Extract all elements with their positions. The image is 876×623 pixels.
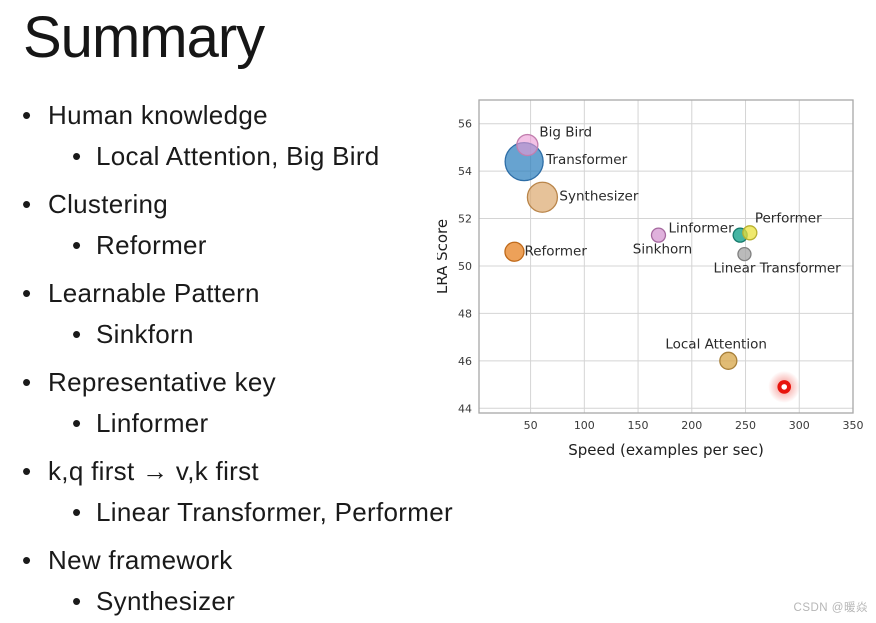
y-tick-label: 50 (458, 260, 472, 273)
y-tick-label: 52 (458, 213, 472, 226)
x-tick-label: 150 (628, 419, 649, 432)
y-tick-label: 48 (458, 307, 472, 320)
highlight-dot (777, 380, 792, 394)
bubble-label-transformer: Transformer (545, 152, 627, 168)
y-tick-label: 44 (458, 402, 472, 415)
bubble-label-linformer: Linformer (668, 221, 734, 237)
bullet-icon: • (72, 141, 82, 171)
bullet-item: • k,q first → v,k first (0, 455, 515, 487)
bullet-item: • Learnable Pattern (0, 277, 515, 309)
bullet-icon: • (22, 367, 32, 397)
bullet-item: • New framework (0, 544, 515, 576)
bullet-item: • Linformer (0, 407, 515, 439)
bullet-item: • Reformer (0, 229, 515, 261)
bullet-icon: • (22, 100, 32, 130)
bullet-text: Clustering (48, 189, 169, 219)
bullet-icon: • (72, 319, 82, 349)
bullet-icon: • (72, 408, 82, 438)
bubble-label-big-bird: Big Bird (539, 125, 592, 141)
x-axis-label: Speed (examples per sec) (568, 441, 764, 459)
bullet-list: • Human knowledge • Local Attention, Big B… (0, 99, 515, 617)
bullet-item: • Clustering (0, 188, 515, 220)
bullet-text: Human knowledge (48, 100, 268, 130)
bubble-synthesizer (526, 181, 559, 213)
bullet-item: • Synthesizer (0, 585, 515, 617)
bubble-reformer (504, 241, 525, 262)
bubble-linear-transformer (737, 246, 752, 262)
bullet-text: k,q first → v,k first (48, 456, 259, 486)
bubble-label-sinkhorn: Sinkhorn (633, 242, 692, 258)
bubble-linformer (650, 227, 667, 243)
bullet-icon: • (22, 189, 32, 219)
y-tick-label: 46 (458, 355, 472, 368)
bullet-icon: • (72, 586, 82, 616)
bullet-item: • Sinkforn (0, 318, 515, 350)
bullet-text: Representative key (48, 367, 276, 397)
bubble-label-synthesizer: Synthesizer (559, 189, 638, 205)
bullet-text: Learnable Pattern (48, 278, 260, 308)
lra-benchmark-chart-svg: 50 100 150 200 250 300 350 44 46 48 50 52 54 56Speed … (433, 99, 864, 459)
slide-title: Summary (23, 5, 265, 70)
bullet-text: Local Attention, Big Bird (96, 141, 380, 171)
bullet-icon: • (72, 497, 82, 527)
watermark: CSDN @暖焱 (793, 602, 868, 614)
x-tick-label: 250 (735, 419, 756, 432)
bullet-icon: • (72, 230, 82, 260)
bullet-item: • Local Attention, Big Bird (0, 140, 515, 172)
bubble-label-performer: Performer (755, 210, 822, 226)
x-tick-label: 100 (574, 419, 595, 432)
x-tick-label: 200 (681, 419, 702, 432)
bullet-item: • Linear Transformer, Performer (0, 496, 515, 528)
bullet-text: New framework (48, 545, 233, 575)
bullet-text: Linformer (96, 408, 209, 438)
bubble-label-linear-transformer: Linear Transformer (713, 261, 841, 277)
plot-border (478, 99, 854, 414)
y-axis-label: LRA Score (437, 219, 451, 294)
bubble-performer (742, 225, 758, 241)
bubble-label-local-attention: Local Attention (665, 336, 767, 352)
bullet-icon: • (22, 278, 32, 308)
bubble-local-attention (719, 351, 738, 370)
bullet-icon: • (22, 456, 32, 486)
bullet-item: • Human knowledge (0, 99, 515, 131)
bullet-text: Linear Transformer, Performer (96, 497, 453, 527)
x-tick-label: 300 (789, 419, 810, 432)
bullet-icon: • (22, 545, 32, 575)
y-tick-label: 56 (458, 118, 472, 131)
bubble-big-bird (516, 133, 539, 157)
bullet-text: Sinkforn (96, 319, 194, 349)
bubble-label-reformer: Reformer (524, 243, 587, 259)
y-tick-label: 54 (458, 165, 472, 178)
x-tick-label: 50 (524, 419, 538, 432)
bullet-text: Synthesizer (96, 586, 236, 616)
x-tick-label: 350 (843, 419, 864, 432)
bullet-text: Reformer (96, 230, 207, 260)
bullet-item: • Representative key (0, 366, 515, 398)
